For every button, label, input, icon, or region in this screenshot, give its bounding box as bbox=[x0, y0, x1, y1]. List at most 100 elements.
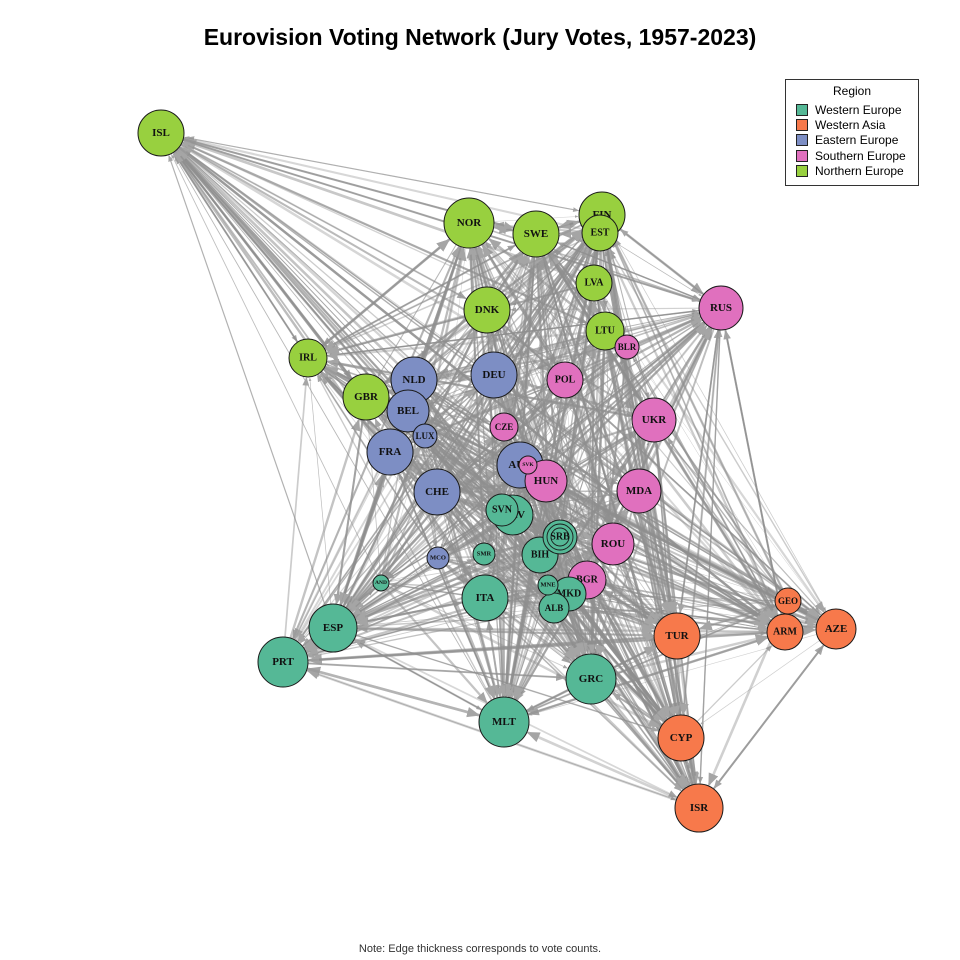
node-circle bbox=[674, 783, 724, 833]
node-ukr[interactable]: UKR bbox=[631, 397, 677, 443]
node-lva[interactable]: LVA bbox=[575, 264, 613, 302]
node-tur[interactable]: TUR bbox=[653, 612, 701, 660]
vote-edge bbox=[620, 229, 705, 296]
vote-edge bbox=[493, 397, 507, 697]
node-smr[interactable]: SMR bbox=[472, 542, 496, 566]
node-label: GRC bbox=[579, 673, 604, 685]
node-label: ROU bbox=[601, 538, 626, 550]
node-geo[interactable]: GEO bbox=[774, 587, 802, 615]
vote-edge bbox=[486, 236, 595, 544]
node-dnk[interactable]: DNK bbox=[463, 286, 511, 334]
node-rus[interactable]: RUS bbox=[698, 285, 744, 331]
vote-edge bbox=[503, 534, 513, 697]
node-svk[interactable]: SVK bbox=[518, 455, 538, 475]
vote-edge bbox=[606, 249, 779, 617]
vote-edge bbox=[326, 286, 577, 355]
node-circle bbox=[614, 334, 640, 360]
node-svn[interactable]: SVN bbox=[485, 493, 519, 527]
node-circle bbox=[463, 286, 511, 334]
node-srb[interactable]: SRB bbox=[542, 519, 578, 555]
node-and[interactable]: AND bbox=[372, 574, 390, 592]
vote-edge bbox=[427, 314, 700, 406]
vote-edge bbox=[552, 326, 710, 577]
vote-edge bbox=[432, 392, 771, 623]
vote-edge bbox=[354, 558, 474, 619]
node-label: ISR bbox=[690, 802, 709, 814]
vote-edge bbox=[534, 468, 771, 623]
node-label: BIH bbox=[531, 550, 550, 561]
vote-edge bbox=[377, 244, 457, 377]
node-label: MNE bbox=[540, 582, 555, 589]
vote-edge bbox=[698, 603, 776, 631]
vote-edge bbox=[325, 244, 517, 349]
vote-edge bbox=[515, 433, 820, 620]
node-label: LUX bbox=[415, 431, 435, 441]
node-mco[interactable]: MCO bbox=[426, 546, 450, 570]
node-mda[interactable]: MDA bbox=[616, 468, 662, 514]
node-ltu[interactable]: LTU bbox=[585, 311, 625, 351]
vote-edge bbox=[699, 330, 723, 785]
node-label: ALB bbox=[545, 603, 564, 613]
node-blr[interactable]: BLR bbox=[614, 334, 640, 360]
node-label: PRT bbox=[272, 656, 294, 668]
vote-edge bbox=[181, 141, 589, 325]
node-pol[interactable]: POL bbox=[546, 361, 584, 399]
legend-item-southern-europe: Southern Europe bbox=[786, 148, 918, 163]
vote-edge bbox=[516, 434, 820, 619]
node-circle bbox=[413, 468, 461, 516]
vote-edge bbox=[488, 238, 591, 321]
node-grc[interactable]: GRC bbox=[565, 653, 617, 705]
vote-edge bbox=[647, 328, 713, 472]
vote-edge bbox=[513, 621, 550, 700]
node-alb[interactable]: ALB bbox=[538, 592, 570, 624]
node-irl[interactable]: IRL bbox=[288, 338, 328, 378]
node-mlt[interactable]: MLT bbox=[478, 696, 530, 748]
vote-edge bbox=[724, 329, 783, 614]
node-swe[interactable]: SWE bbox=[512, 210, 560, 258]
node-ita[interactable]: ITA bbox=[461, 574, 509, 622]
node-cze[interactable]: CZE bbox=[489, 412, 519, 442]
vote-edge bbox=[508, 235, 594, 415]
vote-edge bbox=[183, 136, 579, 212]
node-isl[interactable]: ISL bbox=[137, 109, 185, 157]
vote-edge bbox=[340, 473, 384, 605]
legend-swatch bbox=[796, 165, 808, 178]
node-gbr[interactable]: GBR bbox=[342, 373, 390, 421]
node-che[interactable]: CHE bbox=[413, 468, 461, 516]
vote-edge bbox=[289, 418, 361, 639]
vote-edge bbox=[178, 148, 494, 419]
self-loop-ring bbox=[546, 523, 574, 551]
vote-edge bbox=[560, 620, 580, 657]
node-label: LVA bbox=[585, 278, 605, 289]
vote-edge bbox=[295, 446, 419, 642]
vote-edge bbox=[500, 256, 530, 354]
node-esp[interactable]: ESP bbox=[308, 603, 358, 653]
node-rou[interactable]: ROU bbox=[591, 522, 635, 566]
node-circle bbox=[137, 109, 185, 157]
node-circle bbox=[575, 264, 613, 302]
vote-edge bbox=[700, 640, 820, 725]
node-bel[interactable]: BEL bbox=[386, 389, 430, 433]
vote-edge bbox=[176, 149, 501, 501]
node-label: BGR bbox=[576, 575, 598, 586]
node-fra[interactable]: FRA bbox=[366, 428, 414, 476]
node-deu[interactable]: DEU bbox=[470, 351, 518, 399]
node-prt[interactable]: PRT bbox=[257, 636, 309, 688]
node-arm[interactable]: ARM bbox=[766, 613, 804, 651]
vote-edge bbox=[171, 154, 378, 576]
node-est[interactable]: EST bbox=[581, 214, 619, 252]
node-cyp[interactable]: CYP bbox=[657, 714, 705, 762]
node-circle bbox=[616, 468, 662, 514]
vote-edge bbox=[181, 144, 468, 300]
node-mne[interactable]: MNE bbox=[537, 574, 559, 596]
node-nor[interactable]: NOR bbox=[443, 197, 495, 249]
node-lux[interactable]: LUX bbox=[412, 423, 438, 449]
node-aze[interactable]: AZE bbox=[815, 608, 857, 650]
node-label: MDA bbox=[626, 485, 652, 497]
node-isr[interactable]: ISR bbox=[674, 783, 724, 833]
vote-edge bbox=[537, 321, 704, 452]
node-label: SVK bbox=[522, 462, 534, 468]
vote-edge bbox=[168, 155, 326, 606]
node-label: BLR bbox=[618, 342, 637, 352]
